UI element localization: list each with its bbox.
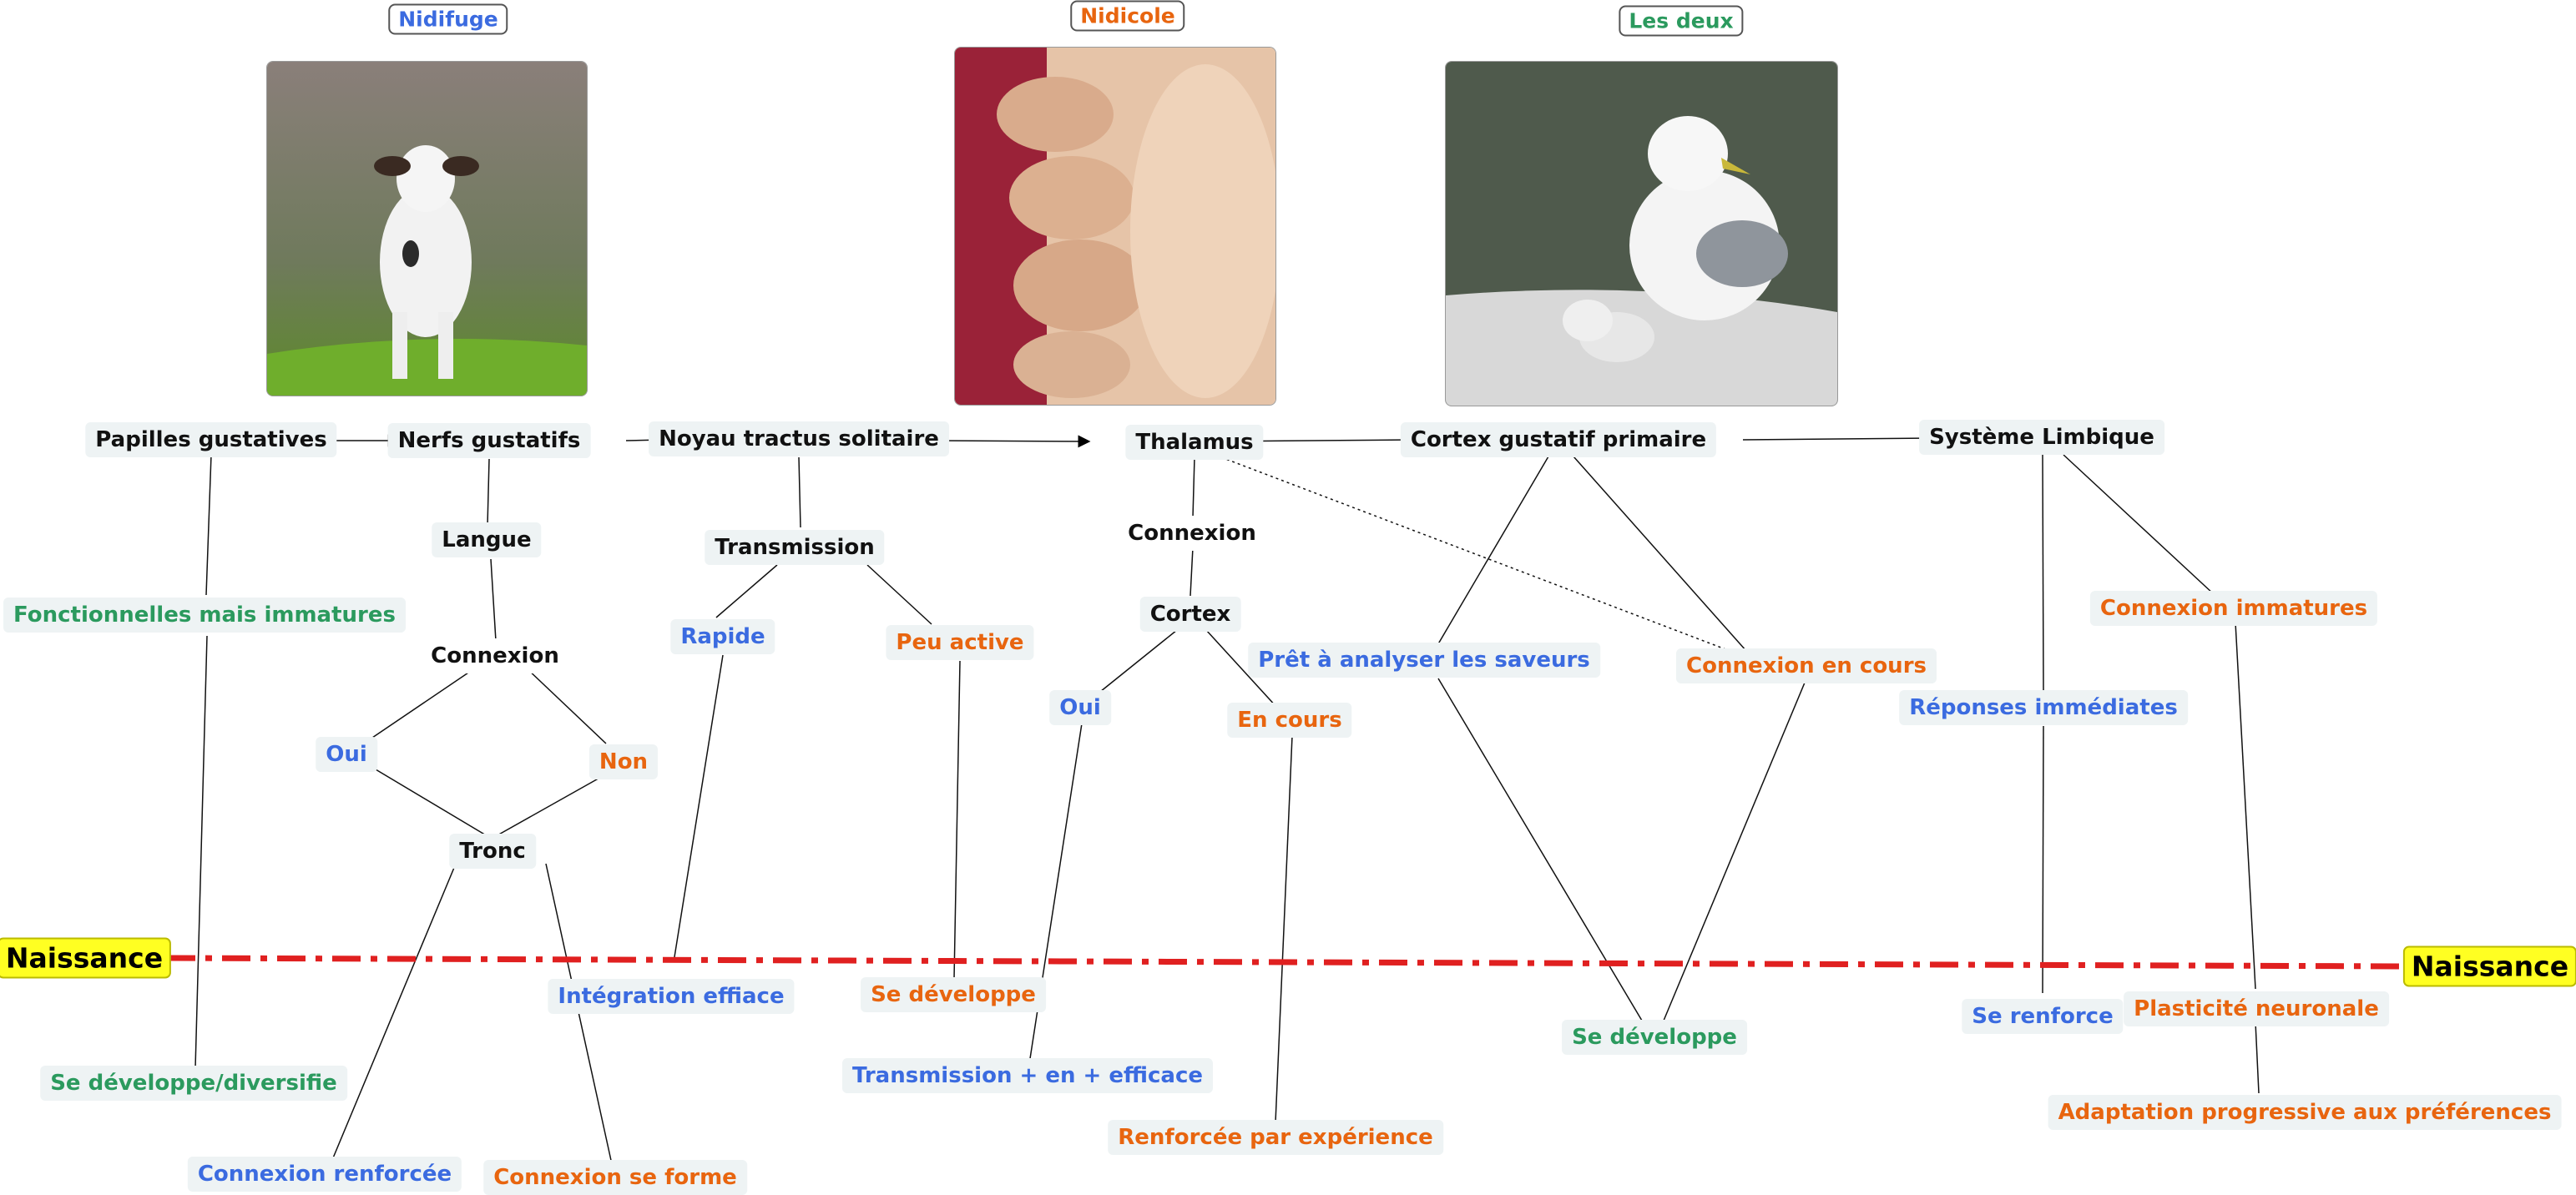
papilles-before-birth: Fonctionnelles mais immatures [3, 598, 406, 633]
node-nerfs: Nerfs gustatifs [387, 423, 591, 458]
nerfs-connexion: Connexion [421, 638, 569, 673]
nerfs-oui: Oui [316, 737, 377, 772]
thalamus-oui: Oui [1049, 690, 1111, 725]
noyau-rapide: Rapide [670, 619, 775, 654]
thalamus-renforcee-experience: Renforcée par expérience [1108, 1120, 1443, 1155]
nerfs-connexion-se-forme: Connexion se forme [483, 1160, 747, 1195]
noyau-transmission: Transmission [705, 530, 885, 565]
header-les-deux: Les deux [1619, 5, 1744, 37]
header-nidicole: Nidicole [1070, 0, 1185, 32]
thalamus-transmission-efficace: Transmission + en + efficace [841, 1058, 1214, 1093]
node-cortex-primaire: Cortex gustatif primaire [1400, 422, 1717, 457]
header-nidifuge: Nidifuge [388, 3, 508, 35]
puppies-photo [954, 47, 1276, 406]
node-thalamus: Thalamus [1125, 425, 1264, 460]
limbique-reponses: Réponses immédiates [1899, 690, 2188, 725]
birth-label-left: Naissance [0, 937, 172, 979]
calf-photo [266, 61, 588, 396]
cortex-se-developpe: Se développe [1562, 1020, 1747, 1055]
birth-line [166, 955, 2408, 970]
node-papilles: Papilles gustatives [85, 422, 337, 457]
limbique-adaptation: Adaptation progressive aux préférences [2048, 1095, 2562, 1130]
limbique-plasticite: Plasticité neuronale [2124, 991, 2389, 1026]
birth-label-right: Naissance [2402, 945, 2576, 987]
cortex-connexion-en-cours: Connexion en cours [1676, 648, 1937, 683]
nerfs-tronc: Tronc [449, 834, 536, 869]
thalamus-connexion: Connexion [1118, 516, 1266, 551]
papilles-after-birth: Se développe/diversifie [40, 1066, 347, 1101]
thalamus-en-cours: En cours [1227, 703, 1352, 738]
node-limbique: Système Limbique [1919, 420, 2164, 455]
noyau-integration: Intégration effiace [548, 979, 795, 1014]
nerfs-connexion-renforcee: Connexion renforcée [187, 1157, 462, 1192]
noyau-peu-active: Peu active [886, 625, 1034, 660]
noyau-se-developpe: Se développe [861, 977, 1046, 1012]
seagull-with-chick-photo [1445, 61, 1838, 406]
limbique-se-renforce: Se renforce [1962, 999, 2124, 1034]
nerfs-non: Non [588, 744, 659, 779]
cortex-pret-analyser: Prêt à analyser les saveurs [1248, 643, 1600, 678]
node-noyau: Noyau tractus solitaire [649, 421, 949, 456]
limbique-connexion-immatures: Connexion immatures [2089, 591, 2378, 626]
thalamus-cortex: Cortex [1139, 597, 1241, 632]
nerfs-langue: Langue [432, 522, 542, 557]
